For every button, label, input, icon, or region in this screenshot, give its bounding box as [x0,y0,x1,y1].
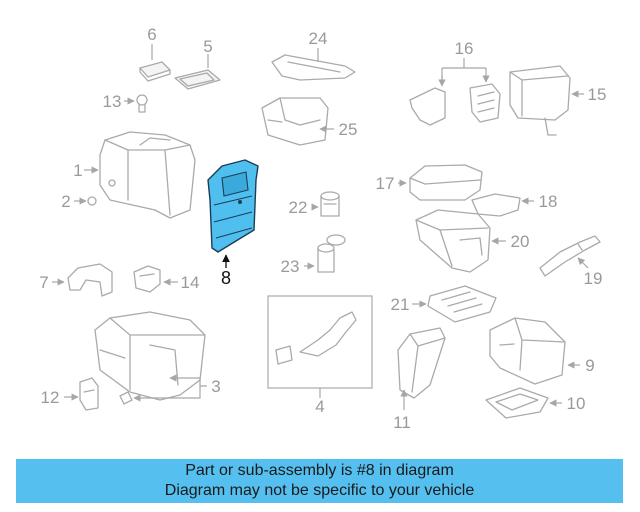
callout-5: 5 [203,37,212,56]
callout-14: 14 [181,273,200,292]
part-12-shape [79,377,99,411]
callout-24: 24 [309,29,328,48]
callout-9: 9 [585,356,594,375]
callout-4: 4 [315,397,324,416]
info-banner: Part or sub-assembly is #8 in diagram Di… [16,459,623,503]
callout-7: 7 [39,273,48,292]
callout-23: 23 [281,257,300,276]
part-14-shape [133,265,161,293]
callout-11: 11 [393,413,411,432]
callout-8: 8 [221,268,231,288]
callout-10: 10 [567,394,586,413]
part-16-shape [409,83,501,126]
part-5-shape [174,69,221,90]
part-3-clip-shape [119,391,133,405]
part-21-shape [427,285,497,323]
part-13-shape [136,94,148,113]
part-1-shape [99,131,196,219]
part-15-shape [509,65,571,136]
part-10-shape [485,387,549,419]
part-6-shape [139,61,171,82]
callout-16: 16 [455,39,474,58]
part-20-shape [415,209,491,273]
part-9-shape [489,317,566,385]
callout-6: 6 [147,25,156,44]
part-24-shape [271,54,356,81]
callout-21: 21 [391,295,410,314]
callout-3: 3 [211,377,220,396]
part-7-shape [67,263,113,297]
callout-15: 15 [588,85,607,104]
part-2-shape [87,196,97,206]
parts-diagram: 6 5 13 1 2 8 7 14 12 3 24 25 22 23 4 16 … [39,25,607,432]
part-25-shape [261,97,329,146]
part-3-shape [94,311,206,401]
callout-20: 20 [511,232,530,251]
part-22-shape [320,191,340,217]
callout-22: 22 [289,198,308,217]
callout-2: 2 [61,192,70,211]
callout-19: 19 [584,269,603,288]
part-18-shape [471,193,521,217]
part-19-shape [539,235,601,277]
part-23-shape [317,234,346,273]
callout-17: 17 [376,174,395,193]
callout-12: 12 [41,388,60,407]
banner-line-part-number: Part or sub-assembly is #8 in diagram [185,462,454,479]
callout-13: 13 [103,92,122,111]
part-11-shape [397,327,446,399]
callout-18: 18 [539,192,558,211]
part-8-shape [207,159,259,253]
part-17-shape [409,164,483,201]
banner-line-disclaimer: Diagram may not be specific to your vehi… [164,482,475,499]
callout-25: 25 [339,120,358,139]
callout-1: 1 [73,161,82,180]
part-4-box [267,295,373,389]
